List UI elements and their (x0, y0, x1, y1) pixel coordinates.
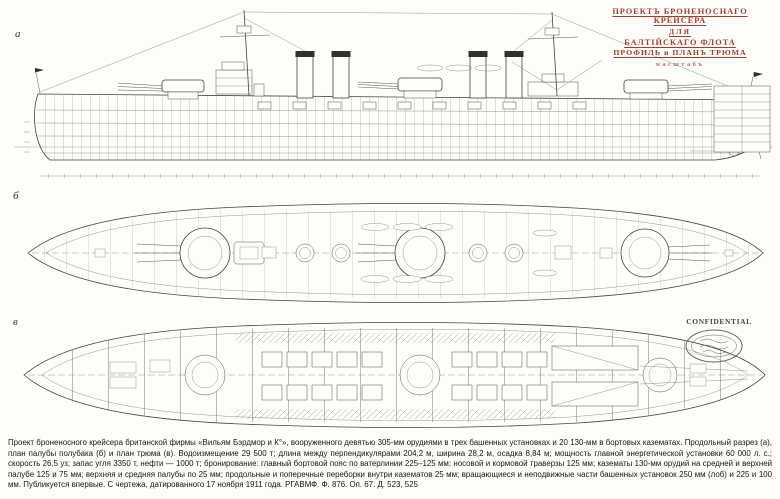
deck-lines (35, 109, 765, 154)
caption-text: Проект броненосного крейсера британской … (8, 438, 772, 489)
deck-hatches (94, 245, 734, 260)
confidential-mark: CONFIDENTIAL (686, 317, 752, 326)
draft-marks (24, 121, 30, 153)
forward-compartments (109, 359, 171, 389)
bridge-superstructure (215, 61, 265, 97)
frame-scale (40, 174, 760, 178)
annotation-table (713, 85, 771, 153)
boiler-rooms (261, 351, 548, 401)
bridge-plan (233, 241, 265, 265)
view-label-hold: в (13, 316, 18, 328)
title-block: ПРОЕКТЪ БРОНЕНОСНАГО КРЕЙСЕРА ДЛЯ БАЛТІЙ… (586, 7, 774, 68)
aft-turret-plan (620, 228, 712, 278)
view-label-profile: а (15, 28, 21, 40)
title-line-2: ДЛЯ (669, 26, 691, 36)
aft-turret (623, 79, 713, 100)
view-label-upper-deck: б (13, 190, 19, 202)
deck-boats (416, 64, 502, 72)
casemate-ports (257, 101, 587, 110)
midship-turret (357, 77, 443, 99)
title-line-5: масштабъ (655, 60, 705, 68)
stern-compartments (689, 363, 707, 387)
title-line-1: ПРОЕКТЪ БРОНЕНОСНАГО КРЕЙСЕРА (612, 7, 748, 26)
rigging (39, 11, 758, 99)
hold-plan (23, 321, 766, 429)
masts (219, 9, 603, 97)
upperdeck-plan (27, 202, 764, 304)
funnel-openings (295, 243, 524, 263)
profile-view (14, 9, 773, 178)
engine-rooms (551, 345, 639, 407)
title-line-4: ПРОФИЛЬ и ПЛАНЪ ТРЮМА (613, 48, 747, 58)
boats-plan (360, 223, 558, 283)
archive-stamp (685, 329, 743, 363)
funnels (295, 51, 524, 99)
forward-turret (117, 79, 205, 100)
aft-superstructure (527, 73, 579, 97)
ship-drawing (14, 9, 773, 429)
forward-turret-plan (135, 227, 231, 279)
title-line-3: БАЛТІЙСКАГО ФЛОТА (624, 37, 736, 47)
